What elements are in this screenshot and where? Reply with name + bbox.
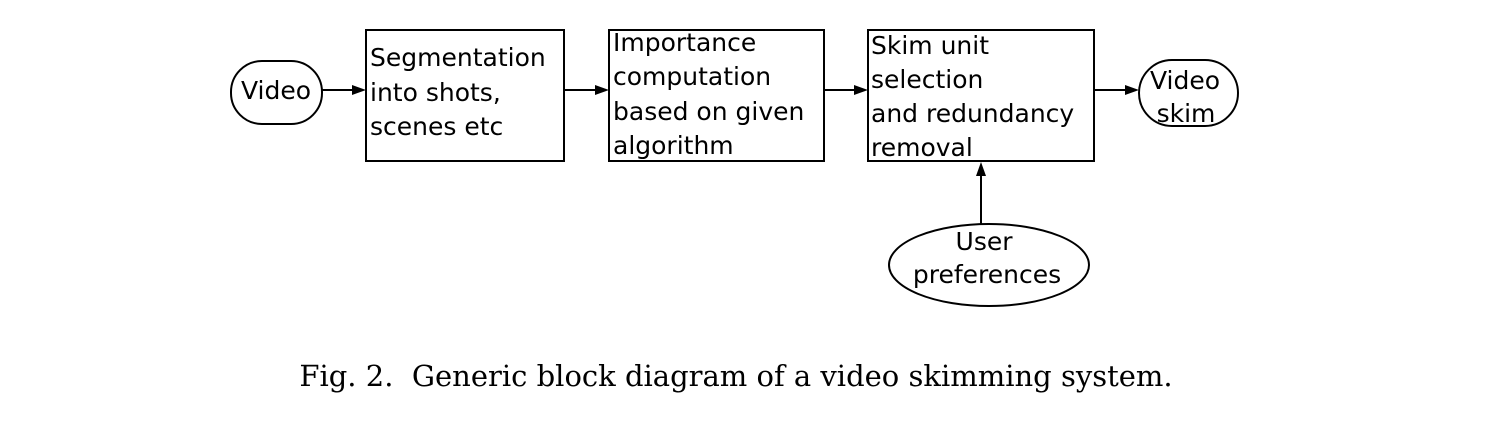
node-skim-unit-line: Skim unit — [871, 31, 989, 60]
node-video-skim-line: skim — [1157, 99, 1216, 128]
node-importance-shape — [608, 29, 825, 162]
node-importance-line: computation — [613, 62, 771, 91]
node-user-preferences-shape — [888, 223, 1090, 307]
node-segmentation-line: into shots, — [370, 78, 501, 107]
edge-user-preferences-to-skim-unit — [976, 162, 986, 224]
node-video-skim-label: Video skim — [1150, 66, 1228, 128]
node-importance-label: Importance computation based on given al… — [613, 28, 812, 160]
node-skim-unit: Skim unit selection and redundancy remov… — [867, 29, 1095, 162]
node-video-label: Video — [241, 76, 311, 105]
edge-skim-unit-to-video-skim — [1094, 85, 1139, 95]
node-user-preferences-label: User preferences — [913, 227, 1061, 289]
node-video: Video — [230, 60, 323, 125]
node-importance-line: algorithm — [613, 131, 734, 160]
node-video-shape — [230, 60, 323, 125]
node-segmentation-shape — [365, 29, 565, 162]
node-segmentation: Segmentation into shots, scenes etc — [365, 29, 565, 162]
node-video-skim-line: Video — [1150, 66, 1220, 95]
edges — [322, 85, 1139, 224]
node-importance: Importance computation based on given al… — [608, 28, 825, 162]
node-video-skim-shape — [1138, 59, 1239, 127]
node-skim-unit-shape — [867, 29, 1095, 162]
node-video-line: Video — [241, 76, 311, 105]
node-skim-unit-line: removal — [871, 133, 973, 162]
node-segmentation-line: Segmentation — [370, 43, 546, 72]
node-importance-line: based on given — [613, 97, 804, 126]
node-skim-unit-line: and redundancy — [871, 99, 1074, 128]
node-importance-line: Importance — [613, 28, 756, 57]
node-segmentation-label: Segmentation into shots, scenes etc — [370, 43, 554, 141]
node-skim-unit-line: selection — [871, 65, 983, 94]
node-user-preferences-line: User — [956, 227, 1014, 256]
edge-segmentation-to-importance — [564, 85, 609, 95]
node-skim-unit-label: Skim unit selection and redundancy remov… — [871, 31, 1082, 162]
edge-video-to-segmentation — [322, 85, 366, 95]
node-user-preferences: User preferences — [888, 223, 1090, 307]
node-segmentation-line: scenes etc — [370, 112, 503, 141]
edge-importance-to-skim-unit — [824, 85, 868, 95]
node-user-preferences-line: preferences — [913, 260, 1061, 289]
node-video-skim: Video skim — [1138, 59, 1239, 128]
figure-caption: Fig. 2. Generic block diagram of a video… — [299, 359, 1172, 393]
